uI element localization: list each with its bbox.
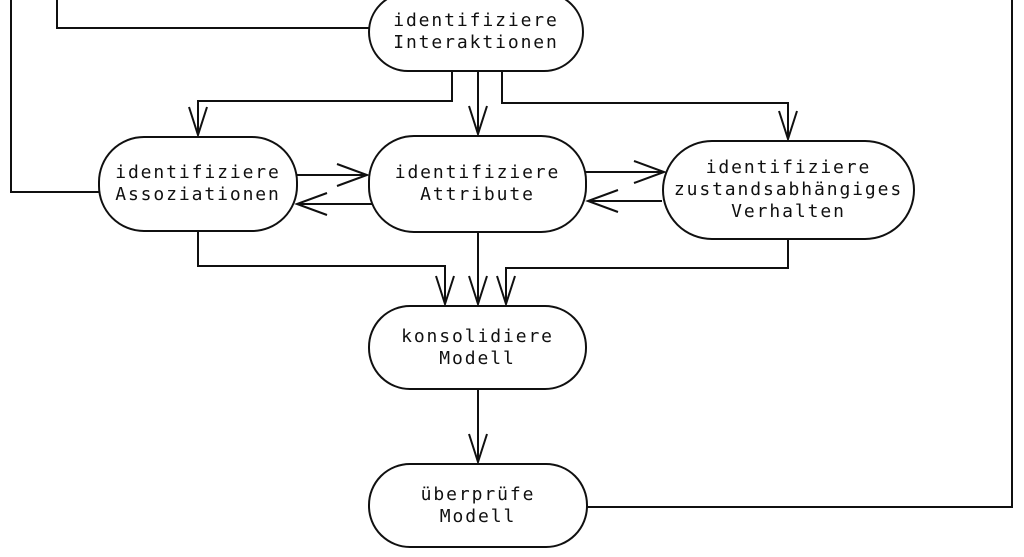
edge-attribute-to-verhalten xyxy=(583,160,667,184)
node-label: identifiziere zustandsabhängiges Verhalt… xyxy=(673,157,904,222)
edge-interaktionen-to-verhalten xyxy=(501,71,798,143)
node-identifiziere-attribute: identifiziere Attribute xyxy=(368,135,587,233)
node-label: überprüfe Modell xyxy=(420,483,536,527)
node-identifiziere-zustandsabhaengiges-verhalten: identifiziere zustandsabhängiges Verhalt… xyxy=(662,140,915,240)
node-identifiziere-interaktionen: identifiziere Interaktionen xyxy=(368,0,584,72)
node-identifiziere-assoziationen: identifiziere Assoziationen xyxy=(98,136,298,232)
node-ueberpruefe-modell: überprüfe Modell xyxy=(368,463,588,548)
node-konsolidiere-modell: konsolidiere Modell xyxy=(368,305,587,390)
edge-attribute-to-konsolidiere xyxy=(468,232,488,308)
node-label: identifiziere Interaktionen xyxy=(393,10,559,53)
edge-attribute-to-assoziationen xyxy=(294,192,372,216)
edge-verhalten-to-attribute xyxy=(585,189,662,213)
edge-verhalten-to-konsolidiere xyxy=(496,239,789,308)
edge-interaktionen-to-assoziationen xyxy=(188,71,453,139)
edge-ueberpruefe-to-offscreen xyxy=(586,0,1013,508)
node-label: identifiziere Assoziationen xyxy=(115,162,281,205)
edge-offscreen-to-interaktionen xyxy=(56,0,371,29)
edge-interaktionen-to-attribute xyxy=(468,71,488,138)
node-label: identifiziere Attribute xyxy=(394,162,561,205)
edge-assoziationen-to-attribute xyxy=(294,163,370,187)
edge-konsolidiere-to-ueberpruefe xyxy=(468,389,488,466)
node-label: konsolidiere Modell xyxy=(401,325,554,369)
edge-assoziationen-to-konsolidiere xyxy=(197,231,455,308)
edge-offscreen-to-assoziationen xyxy=(10,0,100,193)
